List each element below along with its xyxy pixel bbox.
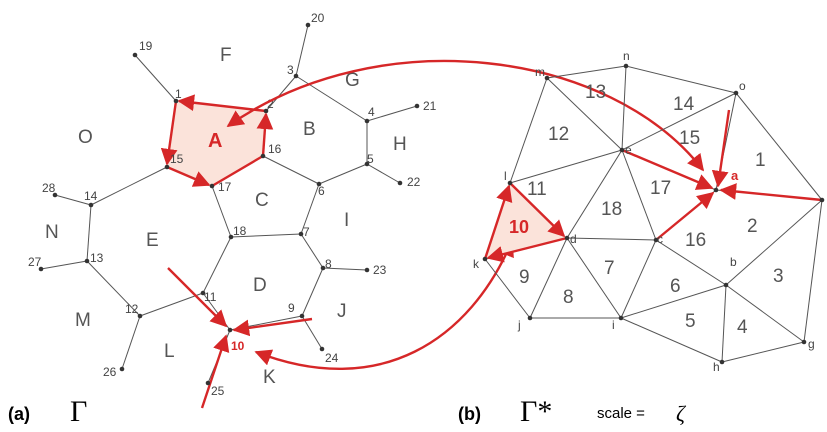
face-label: 14	[673, 94, 695, 115]
vertex-label: 16	[268, 142, 282, 156]
captions: (a) Γ (b) Γ* scale = ζ	[8, 395, 687, 428]
vertex-label: 27	[28, 255, 42, 269]
scale-label: scale =	[597, 405, 645, 422]
vertex-label-10-highlight: 10	[231, 339, 245, 353]
vertex-label: m	[535, 65, 545, 79]
vertex-label: 5	[367, 152, 374, 166]
graph-a: 1 2 3 4 5 6 7 8 9 10 11 12 13 14 15 16 1…	[28, 11, 437, 409]
vertex-label: 12	[125, 302, 139, 316]
vertex-label: l	[504, 169, 507, 183]
face-label: E	[146, 230, 159, 251]
vertex-label: d	[570, 232, 577, 246]
vertex-label: h	[713, 360, 720, 374]
face-label: 2	[747, 216, 758, 237]
vertex-label: k	[473, 257, 480, 271]
face-label: 4	[737, 317, 748, 338]
graph-b-face-labels: 13 14 12 15 1 11 17 18 16 2 9 7 6 3 8 5 …	[509, 82, 784, 338]
vertex-label: 24	[325, 351, 339, 365]
vertex-label: 20	[311, 11, 325, 25]
face-label: 9	[519, 267, 530, 288]
face-label: G	[345, 70, 360, 91]
graph-b-vertices	[482, 63, 825, 365]
face-label: 11	[527, 179, 547, 200]
vertex-label: 11	[204, 290, 217, 304]
face-label: 12	[548, 124, 569, 145]
vertex-label: o	[739, 79, 746, 93]
vertex-label: j	[517, 318, 521, 332]
face-label: 13	[585, 82, 606, 103]
face-label: 7	[604, 258, 615, 279]
face-label: M	[75, 310, 91, 331]
vertex-label: 1	[175, 87, 182, 101]
face-label: D	[253, 275, 267, 296]
caption-b-symbol: Γ*	[520, 395, 552, 428]
caption-a-symbol: Γ	[70, 395, 87, 428]
graph-b: m n o l e a k d c b j i g h 13 14 12 15 …	[473, 49, 825, 374]
face-label: N	[45, 222, 59, 243]
face-label: J	[337, 301, 347, 322]
face-label-a-highlight: A	[208, 130, 222, 152]
face-label: 6	[670, 276, 681, 297]
vertex-label: 3	[287, 63, 294, 77]
face-label: 16	[685, 230, 706, 251]
face-label: F	[220, 45, 232, 66]
vertex-label: 25	[211, 384, 225, 398]
arrow-face-to-vertex	[226, 59, 705, 172]
vertex-label: 23	[373, 263, 387, 277]
scale-symbol: ζ	[676, 401, 687, 426]
vertex-label: 21	[423, 99, 437, 113]
vertex-label-a-highlight: a	[731, 168, 739, 183]
face-label: 5	[685, 311, 696, 332]
face-label: 3	[773, 266, 784, 287]
face-label: 17	[650, 178, 671, 199]
vertex-label: 13	[90, 251, 104, 265]
face-label: K	[263, 367, 276, 388]
vertex-label: n	[623, 49, 630, 63]
vertex-label: 26	[103, 365, 117, 379]
vertex-label: 14	[84, 189, 98, 203]
face-label: 18	[601, 199, 622, 220]
graph-b-highlight-edges	[483, 109, 823, 263]
face-label: 15	[679, 128, 700, 149]
vertex-label: 2	[267, 97, 274, 111]
vertex-label: 19	[139, 39, 153, 53]
face-label: H	[393, 134, 407, 155]
vertex-label: 9	[288, 301, 295, 315]
vertex-label: 7	[303, 225, 310, 239]
face-label: 8	[563, 287, 574, 308]
face-label: C	[255, 190, 269, 211]
face-label: I	[344, 210, 349, 231]
vertex-label: 4	[368, 105, 375, 119]
graph-b-vertex-labels: m n o l e a k d c b j i g h	[473, 49, 815, 374]
face-label: L	[164, 341, 175, 362]
vertex-label: 15	[170, 152, 184, 166]
face-label-10-highlight: 10	[509, 217, 529, 237]
vertex-label: 6	[318, 184, 325, 198]
vertex-label: b	[730, 255, 737, 269]
caption-a-label: (a)	[8, 404, 30, 424]
vertex-label: e	[625, 143, 632, 157]
vertex-label: 8	[325, 257, 332, 271]
face-label: 1	[755, 150, 766, 171]
vertex-label: 28	[42, 181, 56, 195]
vertex-label: c	[657, 232, 663, 246]
vertex-label: 18	[233, 224, 247, 238]
vertex-label: i	[612, 318, 615, 332]
face-label: B	[303, 119, 316, 140]
caption-b-label: (b)	[458, 404, 481, 424]
arrow-vertex-to-face	[254, 239, 514, 370]
vertex-label: 22	[407, 175, 421, 189]
face-label: O	[78, 127, 93, 148]
vertex-label: g	[808, 337, 815, 351]
graph-a-vertices	[38, 22, 420, 386]
correspondence-arrows	[226, 59, 705, 370]
vertex-label: 17	[218, 180, 232, 194]
